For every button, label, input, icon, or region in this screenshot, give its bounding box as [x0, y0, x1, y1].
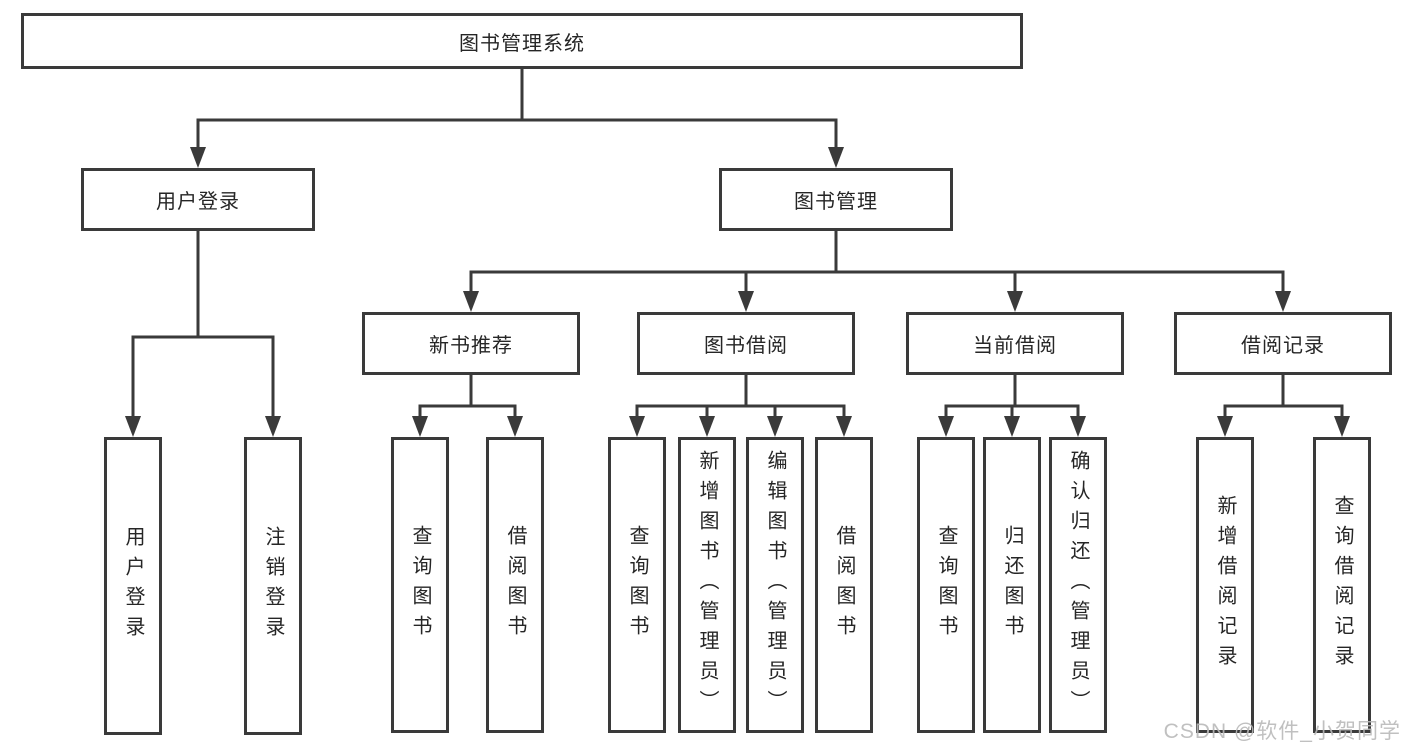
arrow-recd-query	[1334, 416, 1350, 437]
leaf-borrow-add-book-label: 新增图书（管理员）	[696, 450, 718, 720]
arrow-leaf-login	[125, 416, 141, 437]
arrow-borrow	[738, 291, 754, 312]
arrow-book-management	[828, 147, 844, 168]
leaf-borrow-edit-book-label: 编辑图书（管理员）	[764, 450, 786, 720]
leaf-borrow-query-book: 查询图书	[608, 437, 666, 733]
arrow-user-login	[190, 147, 206, 168]
leaf-recommend-query-book-label: 查询图书	[409, 525, 431, 645]
node-book-management-label: 图书管理	[794, 191, 878, 213]
node-new-book-recommend: 新书推荐	[362, 312, 580, 375]
arrow-bor-add	[699, 416, 715, 437]
leaf-borrow-query-book-label: 查询图书	[626, 525, 648, 645]
arrow-cur-query	[938, 416, 954, 437]
node-borrow-records: 借阅记录	[1174, 312, 1392, 375]
node-book-management: 图书管理	[719, 168, 953, 231]
arrow-bor-query	[629, 416, 645, 437]
arrow-cur-return	[1004, 416, 1020, 437]
arrow-records	[1275, 291, 1291, 312]
node-root-label: 图书管理系统	[459, 32, 585, 55]
node-borrow-records-label: 借阅记录	[1241, 335, 1325, 357]
arrow-bor-borrow	[836, 416, 852, 437]
leaf-user-login: 用户登录	[104, 437, 162, 735]
leaf-records-add-record-label: 新增借阅记录	[1214, 495, 1236, 675]
arrowheads	[125, 147, 1350, 437]
node-book-borrow: 图书借阅	[637, 312, 855, 375]
arrow-recommend	[463, 291, 479, 312]
leaf-records-add-record: 新增借阅记录	[1196, 437, 1254, 733]
csdn-watermark: CSDN @软件_小贺同学	[1163, 720, 1401, 743]
node-book-borrow-label: 图书借阅	[704, 335, 788, 357]
leaf-borrow-borrow-book: 借阅图书	[815, 437, 873, 733]
arrow-rec-borrow	[507, 416, 523, 437]
arrow-rec-query	[412, 416, 428, 437]
node-new-book-recommend-label: 新书推荐	[429, 335, 513, 357]
leaf-current-confirm-return-label: 确认归还（管理员）	[1067, 450, 1089, 720]
leaf-recommend-borrow-book: 借阅图书	[486, 437, 544, 733]
node-root: 图书管理系统	[21, 13, 1023, 69]
leaf-current-query-book: 查询图书	[917, 437, 975, 733]
arrow-current	[1007, 291, 1023, 312]
node-user-login: 用户登录	[81, 168, 315, 231]
leaf-borrow-add-book: 新增图书（管理员）	[678, 437, 736, 733]
node-current-borrow: 当前借阅	[906, 312, 1124, 375]
leaf-records-query-record-label: 查询借阅记录	[1331, 495, 1353, 675]
node-user-login-label: 用户登录	[156, 191, 240, 213]
leaf-current-confirm-return: 确认归还（管理员）	[1049, 437, 1107, 733]
arrow-leaf-logout	[265, 416, 281, 437]
node-current-borrow-label: 当前借阅	[973, 335, 1057, 357]
leaf-user-login-label: 用户登录	[122, 526, 144, 646]
leaf-current-return-book: 归还图书	[983, 437, 1041, 733]
leaf-records-query-record: 查询借阅记录	[1313, 437, 1371, 733]
leaf-borrow-borrow-book-label: 借阅图书	[833, 525, 855, 645]
connector-lines	[131, 66, 1344, 419]
arrow-cur-confirm	[1070, 416, 1086, 437]
leaf-logout-login: 注销登录	[244, 437, 302, 735]
leaf-logout-login-label: 注销登录	[262, 526, 284, 646]
leaf-recommend-borrow-book-label: 借阅图书	[504, 525, 526, 645]
leaf-recommend-query-book: 查询图书	[391, 437, 449, 733]
arrow-bor-edit	[767, 416, 783, 437]
leaf-current-return-book-label: 归还图书	[1001, 525, 1023, 645]
arrow-recd-add	[1217, 416, 1233, 437]
leaf-current-query-book-label: 查询图书	[935, 525, 957, 645]
leaf-borrow-edit-book: 编辑图书（管理员）	[746, 437, 804, 733]
